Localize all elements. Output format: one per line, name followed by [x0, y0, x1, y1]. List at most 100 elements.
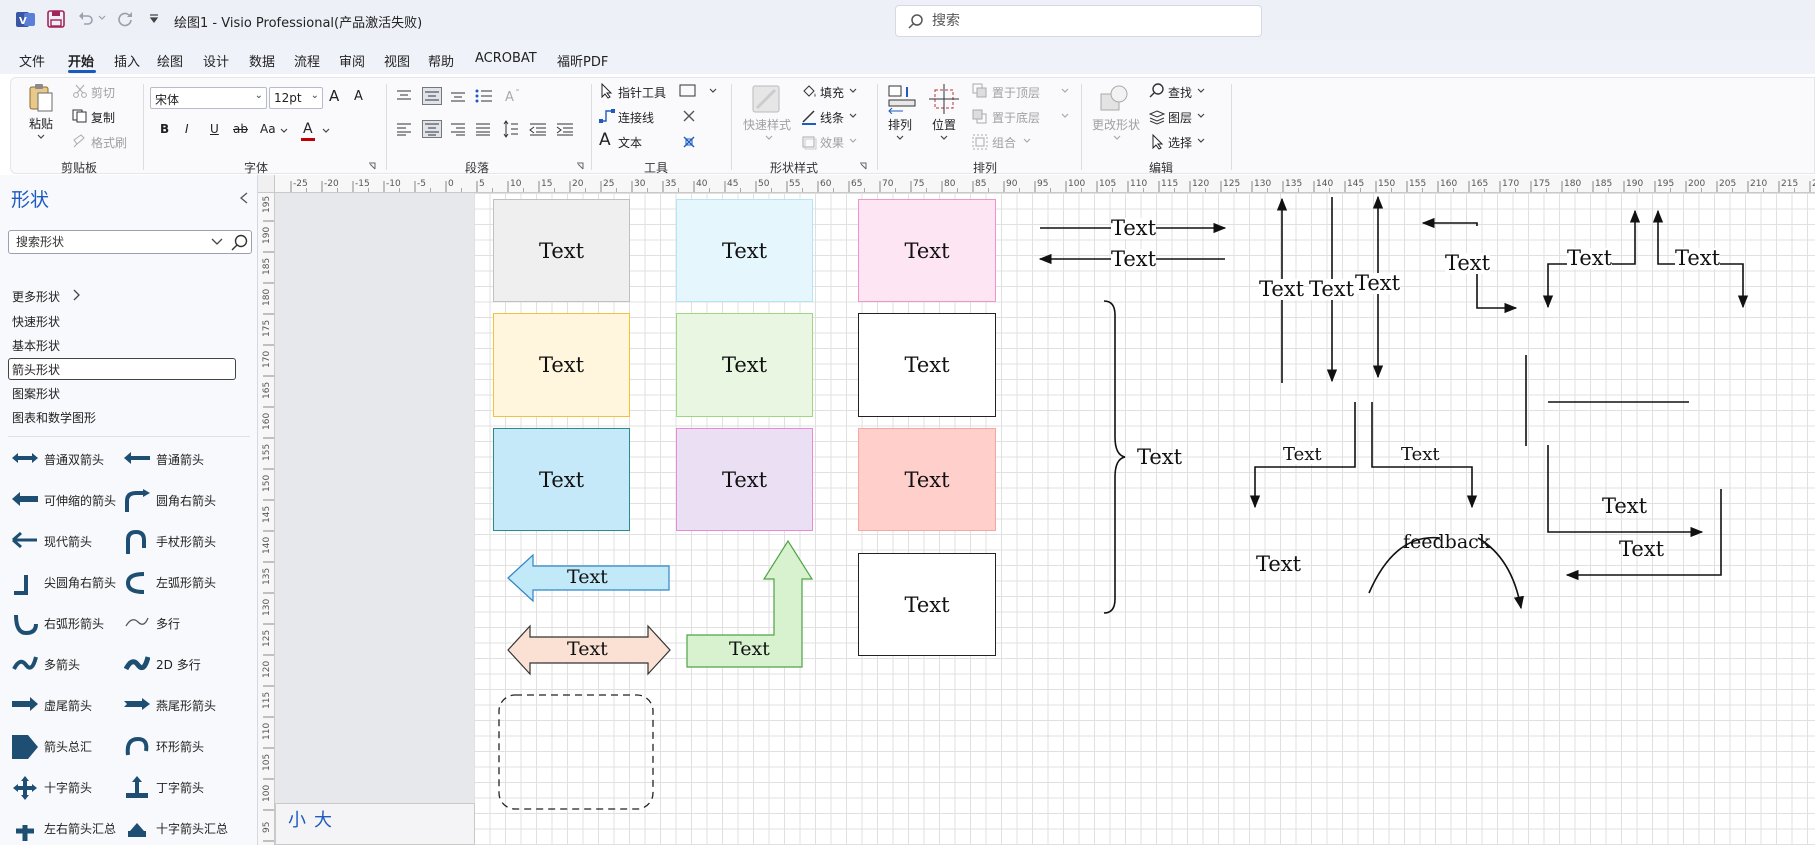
customize-quick-access-icon[interactable]: [149, 14, 159, 24]
group-button[interactable]: 组合: [992, 136, 1017, 150]
align-right-icon[interactable]: [450, 122, 466, 136]
double-block-arrow-label[interactable]: Text: [567, 638, 608, 660]
strikethrough-button[interactable]: ab: [233, 122, 248, 136]
bent-arrow-label[interactable]: Text: [729, 638, 770, 660]
align-bottom-icon[interactable]: [450, 89, 466, 103]
drawing-canvas[interactable]: Text Text Text Text Text Text Text Text …: [275, 193, 1815, 845]
search-input[interactable]: [930, 11, 1250, 31]
text-tool-button[interactable]: 文本: [618, 136, 643, 150]
shape-rect-lavender[interactable]: Text: [676, 428, 813, 531]
shape-rect-salmon[interactable]: Text: [858, 428, 996, 531]
elbow-connector-l-right[interactable]: [1547, 445, 1704, 538]
arrange-button[interactable]: 排列: [888, 118, 913, 132]
drawing-shapes[interactable]: [275, 193, 1815, 845]
connector-label[interactable]: Text: [1283, 444, 1322, 465]
elbow-connector-left[interactable]: [1421, 217, 1478, 229]
find-button[interactable]: 查找: [1168, 86, 1193, 100]
increase-indent-icon[interactable]: [556, 122, 574, 136]
pointer-tool-button[interactable]: 指针工具: [618, 86, 667, 100]
align-top-icon[interactable]: [396, 89, 412, 103]
font-color-button[interactable]: A: [303, 121, 313, 137]
bullets-icon[interactable]: [475, 88, 493, 104]
fill-button[interactable]: 填充: [820, 86, 845, 100]
connector-label[interactable]: Text: [1111, 216, 1157, 240]
left-block-arrow-label[interactable]: Text: [567, 566, 608, 588]
shape-rect-pink[interactable]: Text: [858, 199, 996, 302]
menu-help[interactable]: 帮助: [428, 55, 455, 70]
send-to-back-button[interactable]: 置于底层: [992, 111, 1041, 125]
menu-file[interactable]: 文件: [19, 55, 46, 70]
shape-rect-white[interactable]: Text: [858, 313, 996, 417]
chevron-down-icon[interactable]: [849, 88, 857, 94]
chevron-down-icon[interactable]: [896, 135, 904, 141]
shape-rect-yellow[interactable]: Text: [493, 313, 630, 417]
cut-button[interactable]: 剪切: [91, 86, 116, 100]
chevron-down-icon[interactable]: [940, 135, 948, 141]
menu-home[interactable]: 开始: [68, 55, 95, 70]
chevron-down-icon[interactable]: [709, 88, 717, 94]
bring-to-front-button[interactable]: 置于顶层: [992, 86, 1041, 100]
menu-design[interactable]: 设计: [203, 55, 230, 70]
category-charts-math[interactable]: 图表和数学图形: [12, 411, 97, 425]
dialog-launcher-icon[interactable]: [859, 162, 867, 170]
text-box[interactable]: Text: [1256, 552, 1302, 576]
curly-brace[interactable]: [1103, 300, 1126, 614]
shape-rect-lightblue[interactable]: Text: [676, 199, 813, 302]
chevron-down-icon[interactable]: [280, 128, 288, 134]
copy-button[interactable]: 复制: [91, 111, 116, 125]
chevron-down-icon[interactable]: [849, 138, 857, 144]
shape-rect-green[interactable]: Text: [676, 313, 813, 417]
category-basic-shapes[interactable]: 基本形状: [12, 339, 61, 353]
chevron-down-icon[interactable]: [1197, 88, 1205, 94]
brace-label[interactable]: Text: [1137, 445, 1183, 469]
chevron-down-icon[interactable]: [1197, 113, 1205, 119]
elbow-connector-bottom-left[interactable]: [1249, 402, 1356, 509]
paste-button[interactable]: 粘贴: [29, 117, 54, 131]
chevron-down-icon[interactable]: [37, 134, 45, 140]
visio-logo-icon[interactable]: V: [16, 10, 36, 30]
shape-search-box[interactable]: [8, 230, 252, 254]
category-pattern-shapes[interactable]: 图案形状: [12, 387, 61, 401]
chevron-down-icon[interactable]: [98, 15, 106, 21]
rectangle-tool-icon[interactable]: [679, 84, 697, 98]
bent-up-block-arrow[interactable]: [686, 539, 814, 668]
grow-font-button[interactable]: A: [329, 87, 340, 105]
connector-label[interactable]: Text: [1675, 246, 1721, 270]
connector-label[interactable]: Text: [1445, 251, 1491, 275]
chevron-down-icon[interactable]: [322, 128, 330, 134]
line-button[interactable]: 线条: [820, 111, 845, 125]
menu-view[interactable]: 视图: [384, 55, 411, 70]
chevron-down-icon[interactable]: [1061, 113, 1069, 119]
left-block-arrow[interactable]: [507, 553, 670, 603]
chevron-down-icon[interactable]: [1113, 135, 1121, 141]
format-painter-button[interactable]: 格式刷: [91, 136, 128, 150]
collapse-panel-icon[interactable]: [239, 192, 249, 204]
dashed-rounded-rectangle[interactable]: [498, 694, 654, 810]
menu-draw[interactable]: 绘图: [157, 55, 184, 70]
save-icon[interactable]: [47, 10, 65, 28]
connector-label[interactable]: Text: [1619, 537, 1665, 561]
more-shapes-link[interactable]: 更多形状: [12, 290, 61, 304]
change-case-button[interactable]: Aa: [260, 122, 276, 136]
feedback-arc-left[interactable]: [1368, 536, 1441, 594]
undo-icon[interactable]: [78, 11, 94, 27]
connector-label[interactable]: Text: [1259, 277, 1305, 301]
shrink-font-button[interactable]: A: [354, 89, 363, 104]
menu-process[interactable]: 流程: [294, 55, 321, 70]
connection-point-icon[interactable]: [681, 134, 697, 150]
menu-acrobat[interactable]: ACROBAT: [475, 51, 537, 66]
connector-label[interactable]: Text: [1355, 271, 1401, 295]
menu-insert[interactable]: 插入: [114, 55, 141, 70]
chevron-down-icon[interactable]: [765, 135, 773, 141]
italic-button[interactable]: I: [185, 122, 189, 136]
shape-search-input[interactable]: [14, 234, 204, 250]
align-center-icon[interactable]: [422, 120, 442, 138]
shape-rect-white-2[interactable]: Text: [858, 553, 996, 656]
line-spacing-icon[interactable]: [503, 120, 519, 138]
category-quick-shapes[interactable]: 快速形状: [12, 315, 61, 329]
feedback-arc-right[interactable]: [1477, 537, 1524, 610]
close-icon[interactable]: [682, 109, 696, 123]
text-direction-icon[interactable]: A: [503, 87, 521, 105]
double-block-arrow[interactable]: [507, 624, 671, 676]
